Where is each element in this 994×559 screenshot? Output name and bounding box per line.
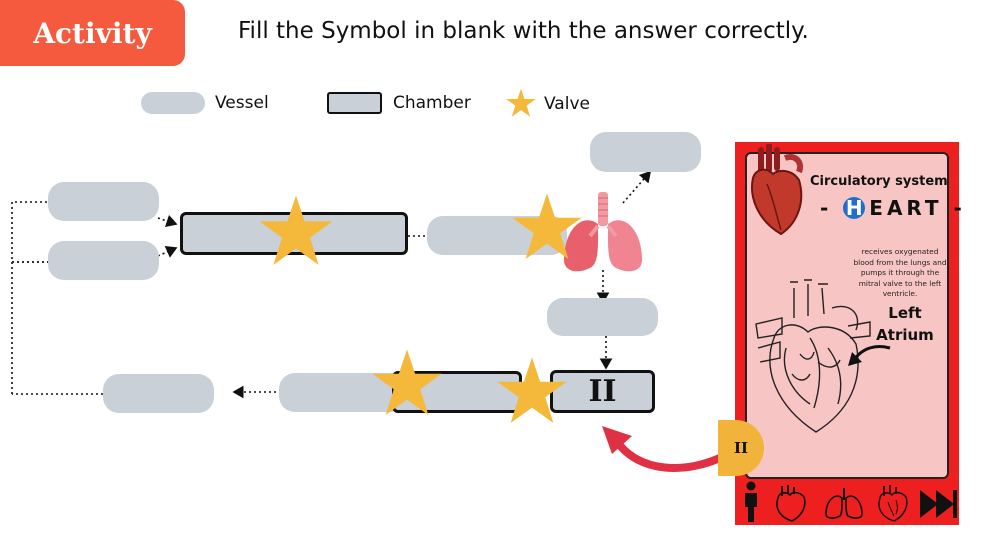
blank-vessel-top-left-2[interactable] [48, 241, 159, 280]
card-label-line1: Left [888, 304, 922, 322]
card-heart-h: H [843, 197, 866, 219]
legend-valve-label: Valve [544, 94, 590, 114]
instruction-text: Fill the Symbol in blank with the answer… [238, 18, 809, 44]
card-description: receives oxygenated blood from the lungs… [853, 247, 947, 298]
blank-vessel-right[interactable] [547, 298, 658, 336]
curved-arrow-icon [602, 426, 728, 472]
heart-detail-nav-icon[interactable] [876, 484, 910, 522]
chamber-ii: II [550, 370, 655, 413]
card-title: Circulatory system [810, 174, 948, 189]
valve-star-3-icon[interactable] [370, 348, 444, 418]
heart-diagram-icon [755, 279, 871, 433]
fast-forward-icon[interactable] [918, 488, 958, 520]
legend-chamber-label: Chamber [393, 93, 471, 113]
chamber-ii-label: II [588, 374, 617, 409]
blank-vessel-bottom-left[interactable] [103, 374, 214, 413]
person-icon[interactable] [742, 481, 760, 523]
card-chamber-label: Left Atrium [868, 302, 942, 346]
lungs-nav-icon[interactable] [824, 486, 864, 520]
valve-star-2-icon[interactable] [510, 192, 584, 262]
lungs-icon [564, 192, 642, 272]
card-heart-letters: EART - [869, 196, 966, 220]
card-badge: II [718, 420, 764, 476]
blank-vessel-top-right[interactable] [590, 132, 701, 172]
card-label-line2: Atrium [876, 326, 934, 344]
legend-chamber-swatch [327, 92, 382, 114]
activity-tab: Activity [0, 0, 185, 66]
card-heart-prefix: - [820, 196, 833, 220]
blank-vessel-top-left-1[interactable] [48, 182, 159, 221]
pointer-arrow-icon [848, 345, 891, 366]
legend-vessel-swatch [141, 92, 205, 114]
activity-label: Activity [33, 16, 152, 50]
legend-vessel-label: Vessel [215, 93, 269, 113]
card-badge-label: II [733, 439, 749, 457]
heart-nav-icon[interactable] [774, 484, 808, 522]
heart-illustration-icon [751, 144, 803, 236]
legend-valve-star-icon [506, 88, 536, 117]
valve-star-1-icon[interactable] [257, 194, 335, 268]
valve-star-4-icon[interactable] [495, 356, 569, 426]
